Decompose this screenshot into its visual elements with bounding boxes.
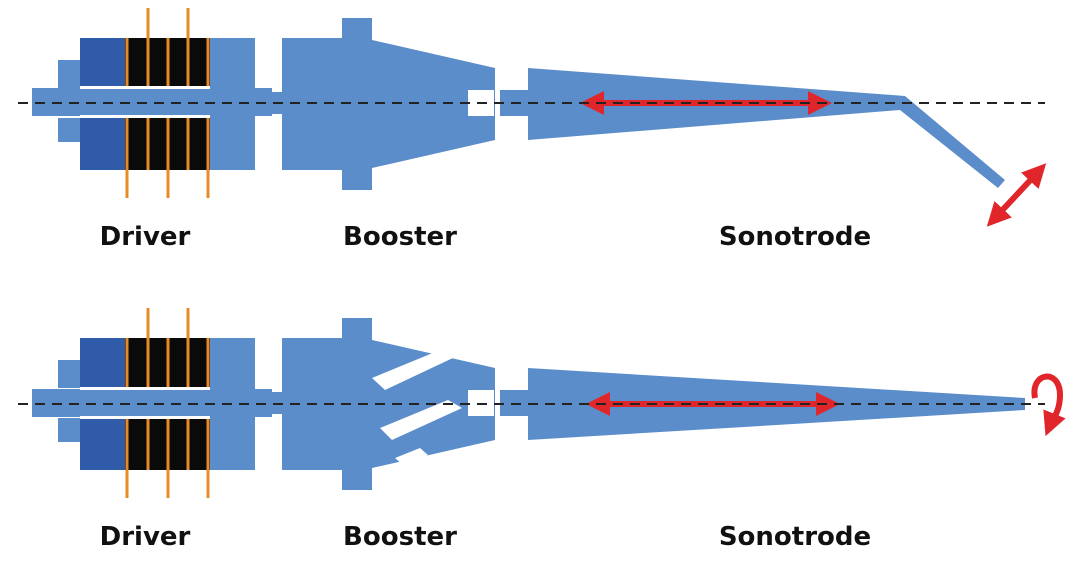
sonotrode-tip-oscillation-arrow xyxy=(986,163,1047,227)
driver-bolt-gap-lower xyxy=(80,115,210,118)
sonotrode-horn-bent xyxy=(528,68,1005,188)
top-sonotrode xyxy=(500,68,1047,227)
bottom-booster-label: Booster xyxy=(343,522,457,552)
driver-back-mass-tab-upper xyxy=(58,60,80,88)
top-assembly: Driver Booster Sonotrode xyxy=(18,8,1047,252)
driver-back-mass-tab-lower xyxy=(58,118,80,142)
driver-bolt-gap-upper xyxy=(80,86,210,89)
driver-back-mass-lower xyxy=(80,118,125,170)
driver-center-bolt xyxy=(32,88,272,116)
sonotrode-tip-torsion-arrow xyxy=(1031,373,1066,437)
bottom-driver-label: Driver xyxy=(100,522,191,552)
driver-bolt-gap-upper xyxy=(80,387,210,390)
driver-piezo-separators xyxy=(125,338,210,470)
driver-back-mass-tab-lower xyxy=(58,418,80,442)
top-booster-label: Booster xyxy=(343,222,457,252)
driver-piezo-separators xyxy=(125,38,210,170)
bottom-assembly: Driver Booster Sonotrode xyxy=(18,308,1066,552)
driver-back-mass-lower xyxy=(80,418,125,470)
booster-slot-middle xyxy=(380,400,462,440)
driver-back-mass-upper xyxy=(80,338,125,388)
driver-bolt-gap-lower xyxy=(80,416,210,419)
driver-center-bolt xyxy=(32,389,272,417)
bottom-sonotrode-label: Sonotrode xyxy=(719,522,871,552)
top-driver-label: Driver xyxy=(100,222,191,252)
driver-electrode-leads xyxy=(125,308,210,498)
driver-back-mass-upper xyxy=(80,38,125,88)
driver-back-mass-tab-upper xyxy=(58,360,80,388)
top-sonotrode-label: Sonotrode xyxy=(719,222,871,252)
bottom-booster xyxy=(272,318,495,490)
booster-slot-lower xyxy=(395,448,428,464)
booster-slot-upper xyxy=(372,350,455,390)
top-driver xyxy=(32,8,272,198)
driver-electrode-leads xyxy=(125,8,210,198)
bottom-driver xyxy=(32,308,272,498)
booster-body xyxy=(282,18,495,190)
